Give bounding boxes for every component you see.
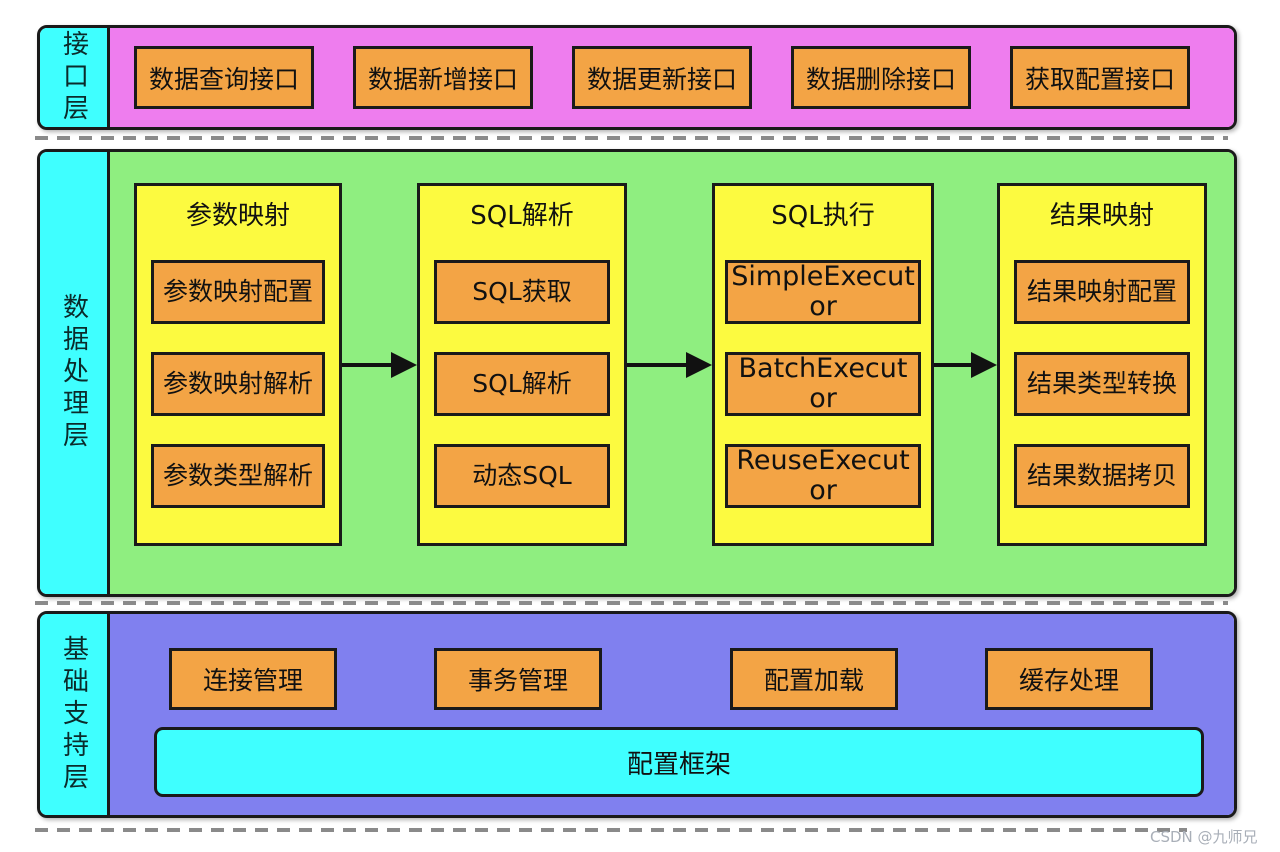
- interface-box-get-config: 获取配置接口: [1010, 46, 1190, 109]
- module-result-mapping-config: 结果映射配置: [1014, 260, 1190, 324]
- column-title: 参数映射: [185, 201, 290, 231]
- flow-arrow-1: [342, 352, 417, 378]
- module-param-mapping-config: 参数映射配置: [151, 260, 325, 324]
- processing-layer-content: 参数映射 参数映射配置 参数映射解析 参数类型解析 SQL解析 SQL获取 SQ…: [110, 152, 1234, 594]
- interface-layer-band: 接口层 数据查询接口 数据新增接口 数据更新接口 数据删除接口 获取配置接口: [37, 25, 1237, 130]
- module-param-type-parse: 参数类型解析: [151, 444, 325, 508]
- column-result-mapping: 结果映射 结果映射配置 结果类型转换 结果数据拷贝: [997, 183, 1207, 546]
- arrow-shaft: [627, 363, 694, 367]
- foundation-layer-content: 连接管理 事务管理 配置加载 缓存处理 配置框架: [110, 614, 1234, 815]
- arrow-head-icon: [686, 352, 712, 378]
- interface-layer-content: 数据查询接口 数据新增接口 数据更新接口 数据删除接口 获取配置接口: [110, 28, 1234, 127]
- module-sql-parse: SQL解析: [434, 352, 610, 416]
- arrow-shaft: [934, 363, 979, 367]
- column-title: SQL执行: [771, 201, 875, 231]
- module-result-type-convert: 结果类型转换: [1014, 352, 1190, 416]
- dashed-separator-top: [35, 136, 1228, 140]
- support-box-transaction-mgmt: 事务管理: [434, 648, 602, 710]
- interface-layer-label: 接口层: [58, 29, 89, 126]
- module-reuse-executor: ReuseExecutor: [725, 444, 921, 508]
- processing-layer-label-cell: 数据处理层: [40, 152, 110, 594]
- column-sql-parsing: SQL解析 SQL获取 SQL解析 动态SQL: [417, 183, 627, 546]
- module-simple-executor: SimpleExecutor: [725, 260, 921, 324]
- arrow-head-icon: [391, 352, 417, 378]
- column-sql-execution: SQL执行 SimpleExecutor BatchExecutor Reuse…: [712, 183, 934, 546]
- foundation-layer-label-cell: 基础支持层: [40, 614, 110, 815]
- module-batch-executor: BatchExecutor: [725, 352, 921, 416]
- column-parameter-mapping: 参数映射 参数映射配置 参数映射解析 参数类型解析: [134, 183, 342, 546]
- arrow-head-icon: [971, 352, 997, 378]
- dashed-separator-middle: [35, 601, 1228, 605]
- support-box-connection-mgmt: 连接管理: [169, 648, 337, 710]
- support-box-cache-handling: 缓存处理: [985, 648, 1153, 710]
- interface-box-update: 数据更新接口: [572, 46, 752, 109]
- dashed-separator-bottom: [35, 828, 1187, 832]
- module-param-mapping-parse: 参数映射解析: [151, 352, 325, 416]
- column-title: SQL解析: [470, 201, 574, 231]
- foundation-layer-label: 基础支持层: [58, 634, 89, 795]
- interface-box-delete: 数据删除接口: [791, 46, 971, 109]
- interface-layer-label-cell: 接口层: [40, 28, 110, 127]
- support-box-config-loading: 配置加载: [730, 648, 898, 710]
- flow-arrow-2: [627, 352, 712, 378]
- arrow-shaft: [342, 363, 399, 367]
- interface-box-query: 数据查询接口: [134, 46, 314, 109]
- processing-layer-label: 数据处理层: [58, 293, 89, 453]
- flow-arrow-3: [934, 352, 997, 378]
- processing-layer-band: 数据处理层 参数映射 参数映射配置 参数映射解析 参数类型解析 SQL解析 SQ…: [37, 149, 1237, 597]
- column-title: 结果映射: [1049, 201, 1154, 231]
- config-framework-box: 配置框架: [154, 727, 1204, 797]
- watermark: CSDN @九师兄: [1150, 828, 1258, 846]
- interface-box-insert: 数据新增接口: [353, 46, 533, 109]
- foundation-layer-band: 基础支持层 连接管理 事务管理 配置加载 缓存处理 配置框架: [37, 611, 1237, 818]
- module-dynamic-sql: 动态SQL: [434, 444, 610, 508]
- module-result-data-copy: 结果数据拷贝: [1014, 444, 1190, 508]
- module-sql-fetch: SQL获取: [434, 260, 610, 324]
